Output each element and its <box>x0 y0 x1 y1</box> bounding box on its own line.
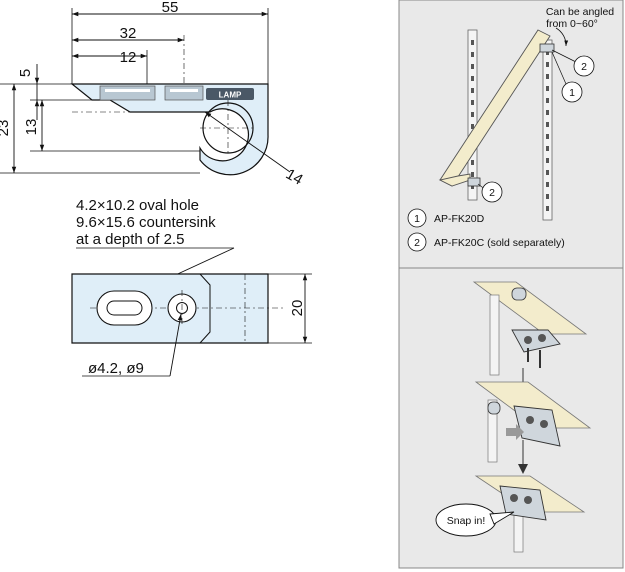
legend-number-1: 1 <box>414 213 420 225</box>
dim-hole-diameter: ø4.2, ø9 <box>88 360 144 377</box>
angle-note-line-1: Can be angled <box>546 6 614 18</box>
install-step-3 <box>435 475 586 553</box>
brand-plate <box>206 88 254 100</box>
install-panel <box>398 267 624 569</box>
countersink-note-line-2: 9.6×15.6 countersink <box>76 214 216 231</box>
dim-inner-offset: 12 <box>120 49 137 66</box>
install-step-1 <box>472 281 588 396</box>
angle-panel <box>398 0 624 269</box>
legend-label-1: AP-FK20D <box>434 213 485 225</box>
install-step-2 <box>474 381 592 474</box>
legend-label-2: AP-FK20C (sold separately) <box>434 237 565 249</box>
angle-note-line-2: from 0~60° <box>546 18 598 30</box>
depth-note-line-3: at a depth of 2.5 <box>76 231 184 248</box>
callout-marker-c: 2 <box>489 187 495 199</box>
front-view-drawing <box>71 247 312 377</box>
dim-height: 23 <box>0 120 12 137</box>
callout-marker-a: 2 <box>581 61 587 73</box>
dim-hole-offset: 32 <box>120 25 137 42</box>
dim-hook-height: 13 <box>23 119 40 136</box>
legend-number-2: 2 <box>414 237 420 249</box>
top-view-drawing <box>0 8 291 176</box>
angle-illustration <box>407 27 595 252</box>
brand-mark-label: LAMP <box>219 91 242 100</box>
dim-overall-width: 55 <box>162 0 179 16</box>
callout-marker-b: 1 <box>569 87 575 99</box>
snap-in-label: Snap in! <box>447 515 486 527</box>
dim-thickness: 5 <box>17 69 34 77</box>
oval-hole-note-line-1: 4.2×10.2 oval hole <box>76 197 199 214</box>
dim-width: 20 <box>289 300 306 317</box>
dim-hook-diameter: 14 <box>283 166 306 189</box>
